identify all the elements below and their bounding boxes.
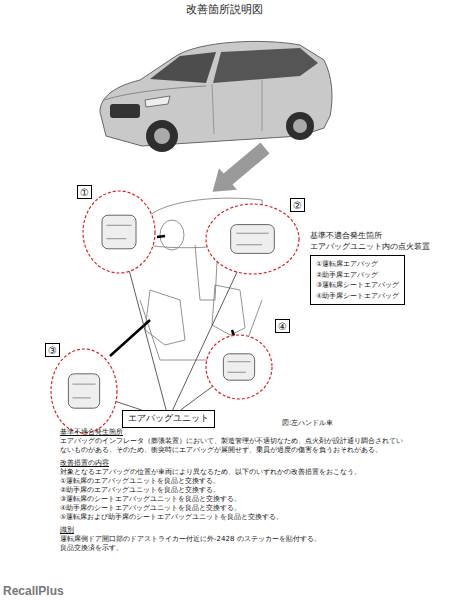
list-box: ①運転席エアバッグ②助手席エアバッグ③運転席シートエアバッグ④助手席シートエアバ… xyxy=(310,255,405,305)
body-text: ④助手席のシートエアバッグユニットを良品と交換する。 xyxy=(60,504,405,513)
airbag-module xyxy=(223,354,254,380)
dashed-ellipse xyxy=(206,204,299,274)
page-title: 改善箇所説明図 xyxy=(0,2,449,17)
airbag-region: ② xyxy=(205,203,300,275)
notes-block: 基準不適合発生箇所エアバッグのインフレータ（膨張装置）において、製造管理が不適切… xyxy=(60,428,405,553)
airbag-detail xyxy=(227,362,250,373)
body-text: エアバッグのインフレータ（膨張装置）において、製造管理が不適切なため、点火剤が設… xyxy=(60,437,405,455)
airbag-detail xyxy=(106,225,131,238)
airbag-module xyxy=(102,215,136,249)
airbag-outline xyxy=(82,190,156,274)
pointer-line xyxy=(157,236,165,237)
car-side-window xyxy=(213,48,318,83)
car-wheel xyxy=(286,112,314,140)
passenger-seat xyxy=(212,285,245,335)
leader-connector xyxy=(129,271,166,410)
unit-box: エアバッグユニット xyxy=(122,410,215,428)
body-text: ⑤運転席および助手席のシートエアバッグユニットを良品と交換する。 xyxy=(60,513,405,522)
car-hood-line xyxy=(104,86,206,100)
airbag-detail xyxy=(72,384,95,398)
list-item: ①運転席エアバッグ xyxy=(316,259,399,270)
body-text: 良品交換済を示す。 xyxy=(60,544,405,553)
list-item: ②助手席エアバッグ xyxy=(316,270,399,281)
callout-number: ④ xyxy=(275,319,290,333)
section-heading: 基準不適合発生箇所 xyxy=(310,230,430,242)
car-wheel-hub xyxy=(154,128,170,144)
callout-number: ① xyxy=(77,185,92,199)
section-heading: 改善措置の内容 xyxy=(60,459,405,468)
leader-connector xyxy=(181,386,213,410)
airbag-detail xyxy=(236,233,268,245)
airbag-outline xyxy=(205,203,300,275)
watermark: RecallPlus xyxy=(3,584,64,598)
unit-label: エアバッグユニット xyxy=(128,413,209,425)
list-item: ④助手席シートエアバッグ xyxy=(316,291,399,302)
car-headlight xyxy=(145,96,170,107)
airbag-region: ① xyxy=(82,190,156,274)
car-body xyxy=(100,41,332,146)
body-text: ③運転席のシートエアバッグユニットを良品と交換する。 xyxy=(60,495,405,504)
dashed-ellipse xyxy=(206,335,272,399)
pointer-arrow xyxy=(213,143,270,192)
section-heading: 基準不適合発生箇所 xyxy=(60,428,405,437)
airbag-module xyxy=(68,374,99,408)
car-door-line xyxy=(212,80,262,134)
body-text: ①運転席のエアバッグユニットを良品と交換する。 xyxy=(60,477,405,486)
callout-number: ③ xyxy=(45,343,60,357)
car-wheel xyxy=(146,120,178,152)
airbag-outline xyxy=(50,348,118,434)
car-wheel-hub xyxy=(293,119,307,133)
airbag-module xyxy=(231,225,275,254)
section-heading: エアバッグユニット内の点火装置 xyxy=(310,242,430,253)
leader-connector xyxy=(116,402,142,410)
section-heading: 識別 xyxy=(60,526,405,535)
body-text: 運転席側ドア開口部のドアストライカー付近に外-2428 のステッカーを貼付する。 xyxy=(60,535,405,544)
figure-note: 図:左ハンドル車 xyxy=(282,418,333,428)
car-grille xyxy=(110,104,140,118)
driver-seat xyxy=(145,290,185,345)
body-text: 対象となるエアバッグの位置が車両により異なるため、以下のいずれかの改善措置をおこ… xyxy=(60,468,405,477)
location-list: 基準不適合発生箇所エアバッグユニット内の点火装置 ①運転席エアバッグ②助手席エアバ… xyxy=(310,230,430,305)
car-windshield xyxy=(150,52,216,83)
list-item: ③運転席シートエアバッグ xyxy=(316,280,399,291)
dashed-ellipse xyxy=(51,349,117,433)
dashed-ellipse xyxy=(83,191,155,273)
callout-number: ② xyxy=(290,198,305,212)
airbag-region: ④ xyxy=(205,334,273,400)
body-text: ②助手席のエアバッグユニットを良品と交換する。 xyxy=(60,486,405,495)
car-illustration xyxy=(100,41,332,152)
airbag-outline xyxy=(205,334,273,400)
airbag-region: ③ xyxy=(50,348,118,434)
